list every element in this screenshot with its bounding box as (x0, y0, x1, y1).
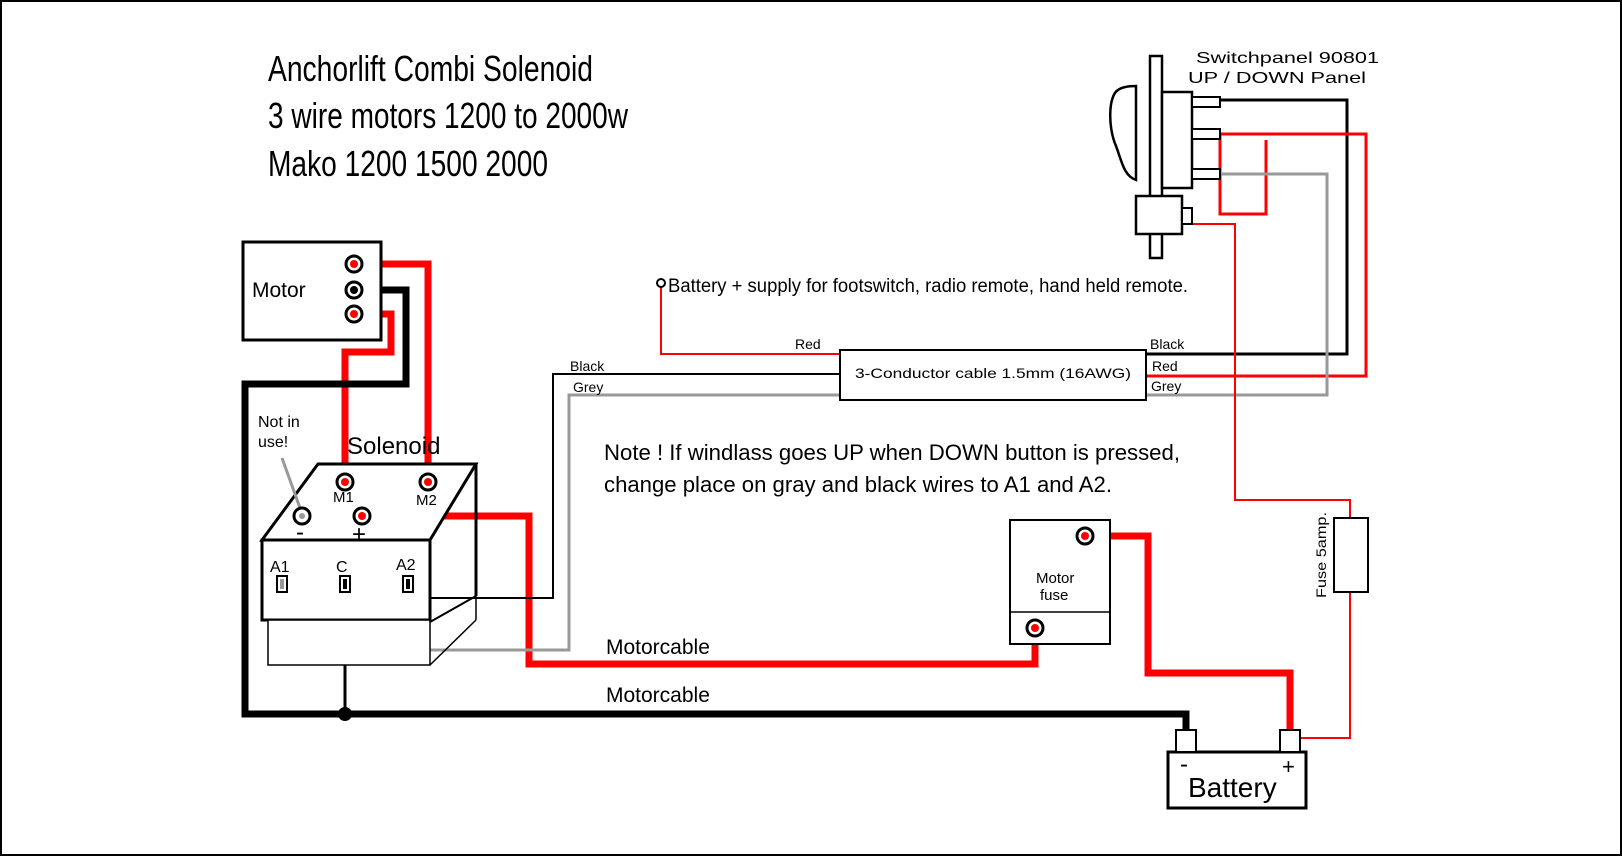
fuse-5amp-label: Fuse 5amp. (1313, 512, 1329, 598)
switch-pin-3 (1191, 168, 1221, 180)
solenoid-label: Solenoid (347, 433, 440, 460)
title-line-2: 3 wire motors 1200 to 2000w (268, 95, 629, 136)
note-line-2: change place on gray and black wires to … (604, 472, 1112, 497)
title-line-1: Anchorlift Combi Solenoid (268, 48, 593, 89)
cable-right-red-label: Red (1152, 358, 1178, 374)
cable-box (839, 349, 1147, 401)
title-block: Anchorlift Combi Solenoid 3 wire motors … (268, 48, 629, 184)
battery: - + Battery (1166, 729, 1308, 810)
terminal-minus-label: - (296, 519, 304, 546)
motor-fuse: Motor fuse (1009, 519, 1111, 645)
terminal-plus-label: + (352, 521, 366, 548)
battery-positive-post (1279, 729, 1301, 753)
switch-pin-1 (1191, 96, 1221, 108)
solenoid: Solenoid Not in use! M1 M2 - + A1 C A2 (258, 414, 479, 666)
cable-left-grey-label: Grey (573, 379, 603, 395)
battery-label: Battery (1188, 772, 1277, 803)
terminal-a1-label: A1 (270, 559, 290, 576)
not-in-use-pointer (280, 457, 302, 509)
cable-left-red-label: Red (795, 336, 821, 352)
indicator-body (1134, 194, 1184, 236)
grey-wire-cable-to-switchpanel (1146, 172, 1329, 397)
motor-label: Motor (252, 279, 306, 302)
not-in-use-label-1: Not in (258, 414, 300, 431)
battery-negative-post (1175, 729, 1197, 753)
motor: Motor (241, 240, 383, 342)
terminal-a2-label: A2 (396, 557, 416, 574)
switchpanel-name: Switchpanel 90801 (1196, 50, 1379, 67)
red-wire-switchpanel-to-fuse (1190, 223, 1351, 520)
title-line-3: Mako 1200 1500 2000 (268, 143, 548, 184)
terminal-m2-label: M2 (416, 492, 437, 509)
black-wire-cable-to-switchpanel (1146, 98, 1349, 356)
three-conductor-cable: 3-Conductor cable 1.5mm (16AWG) Red Blac… (570, 336, 1185, 401)
red-wire-supply-to-cable (660, 284, 840, 355)
ground-junction-dot (338, 707, 352, 721)
fuse-5amp-box (1333, 517, 1369, 593)
motorcable-label-lower: Motorcable (606, 684, 710, 707)
red-wire-fuse-to-battery-plus (1085, 532, 1294, 738)
red-wire-solenoid-plus-to-fuse (362, 512, 1039, 668)
note-line-1: Note ! If windlass goes UP when DOWN but… (604, 440, 1180, 465)
motor-fuse-label-1: Motor (1036, 570, 1074, 587)
switchpanel: Switchpanel 90801 UP / DOWN Panel (1109, 50, 1379, 260)
cable-right-grey-label: Grey (1151, 378, 1181, 394)
not-in-use-label-2: use! (258, 434, 288, 451)
black-wire-motor-middle-to-ground (241, 286, 1190, 738)
battery-supply-note: Battery + supply for footswitch, radio r… (668, 276, 1188, 297)
switch-pin-2 (1191, 128, 1221, 140)
switchpanel-subtitle: UP / DOWN Panel (1188, 70, 1366, 87)
indicator-pin (1181, 207, 1193, 225)
battery-minus-label: - (1180, 751, 1188, 778)
red-wire-fuse-to-battery (1300, 590, 1351, 739)
cable-label: 3-Conductor cable 1.5mm (16AWG) (855, 365, 1131, 381)
rocker-switch-icon (1109, 84, 1138, 182)
motorcable-label-upper: Motorcable (606, 636, 710, 659)
motor-fuse-box (1009, 519, 1111, 645)
cable-right-black-label: Black (1150, 336, 1185, 352)
solenoid-base (267, 619, 431, 666)
terminal-c-label: C (336, 559, 348, 576)
battery-supply-terminal (656, 278, 666, 288)
fuse-5amp: Fuse 5amp. (1313, 512, 1369, 598)
battery-plus-label: + (1282, 754, 1295, 779)
battery-box (1166, 750, 1308, 810)
motor-fuse-label-2: fuse (1040, 587, 1068, 604)
switch-body (1160, 90, 1194, 190)
terminal-m1-label: M1 (333, 489, 354, 506)
cable-left-black-label: Black (570, 358, 605, 374)
